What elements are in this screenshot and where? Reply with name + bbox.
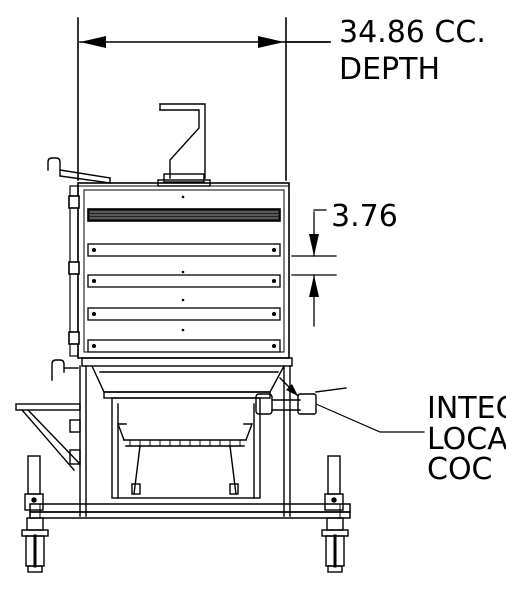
rack-shelf-1: [87, 243, 281, 257]
gap-value-label: 3.76: [331, 199, 398, 234]
left-caster: [21, 455, 49, 573]
stand-frame: [79, 365, 291, 517]
callout-leader: [315, 403, 425, 433]
depth-value-label: 34.86 CC.: [339, 15, 486, 50]
ash-basket: [116, 423, 254, 495]
firebox-funnel: [81, 357, 293, 399]
drain-valve: [255, 377, 347, 415]
feed-chute: [157, 103, 211, 187]
hook-mid-left: [51, 359, 79, 381]
depth-text-label: DEPTH: [339, 52, 440, 87]
base-rails: [29, 503, 351, 519]
side-shelf: [15, 403, 81, 471]
rack-shelf-4: [87, 339, 281, 353]
rack-shelf-3: [87, 307, 281, 321]
center-dots: [181, 195, 185, 332]
right-caster: [321, 455, 349, 573]
hook-top-left: [47, 157, 111, 184]
callout-line-3: COC: [427, 452, 493, 487]
callout-line-1: INTEC: [427, 391, 506, 426]
depth-dimension: [77, 17, 331, 181]
rack-shelf-2: [87, 274, 281, 288]
rack-top-grate: [87, 208, 281, 222]
callout-line-2: LOCA: [427, 422, 506, 457]
gap-dimension: [291, 209, 337, 327]
